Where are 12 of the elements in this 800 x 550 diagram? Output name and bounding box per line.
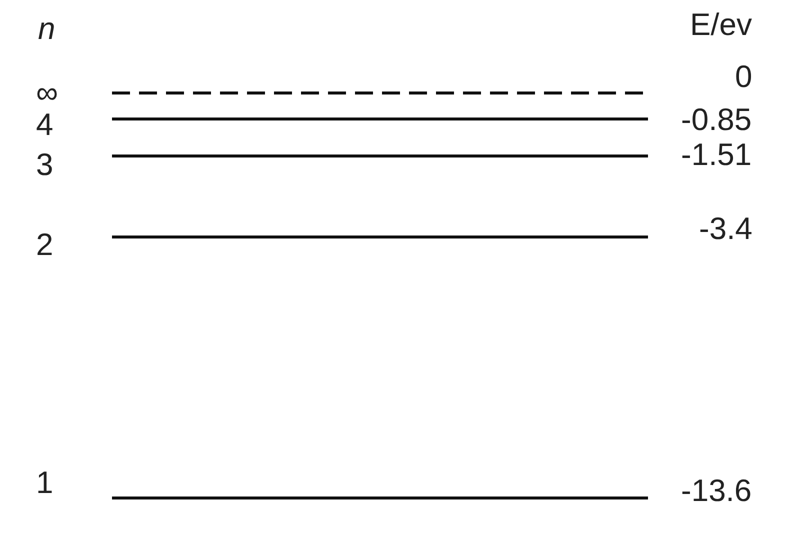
level-number: 4: [36, 108, 54, 142]
axis-label: n: [38, 12, 56, 46]
level-number: 2: [36, 228, 54, 262]
level-number: ∞: [36, 76, 58, 110]
energy-value: -0.85: [681, 103, 752, 137]
energy-value: -3.4: [699, 212, 752, 246]
level-number: 3: [36, 148, 54, 182]
energy-value: -1.51: [681, 138, 752, 172]
level-number: 1: [36, 466, 54, 500]
axis-label: E/ev: [690, 8, 752, 42]
energy-value: -13.6: [681, 474, 752, 508]
energy-value: 0: [735, 60, 752, 94]
